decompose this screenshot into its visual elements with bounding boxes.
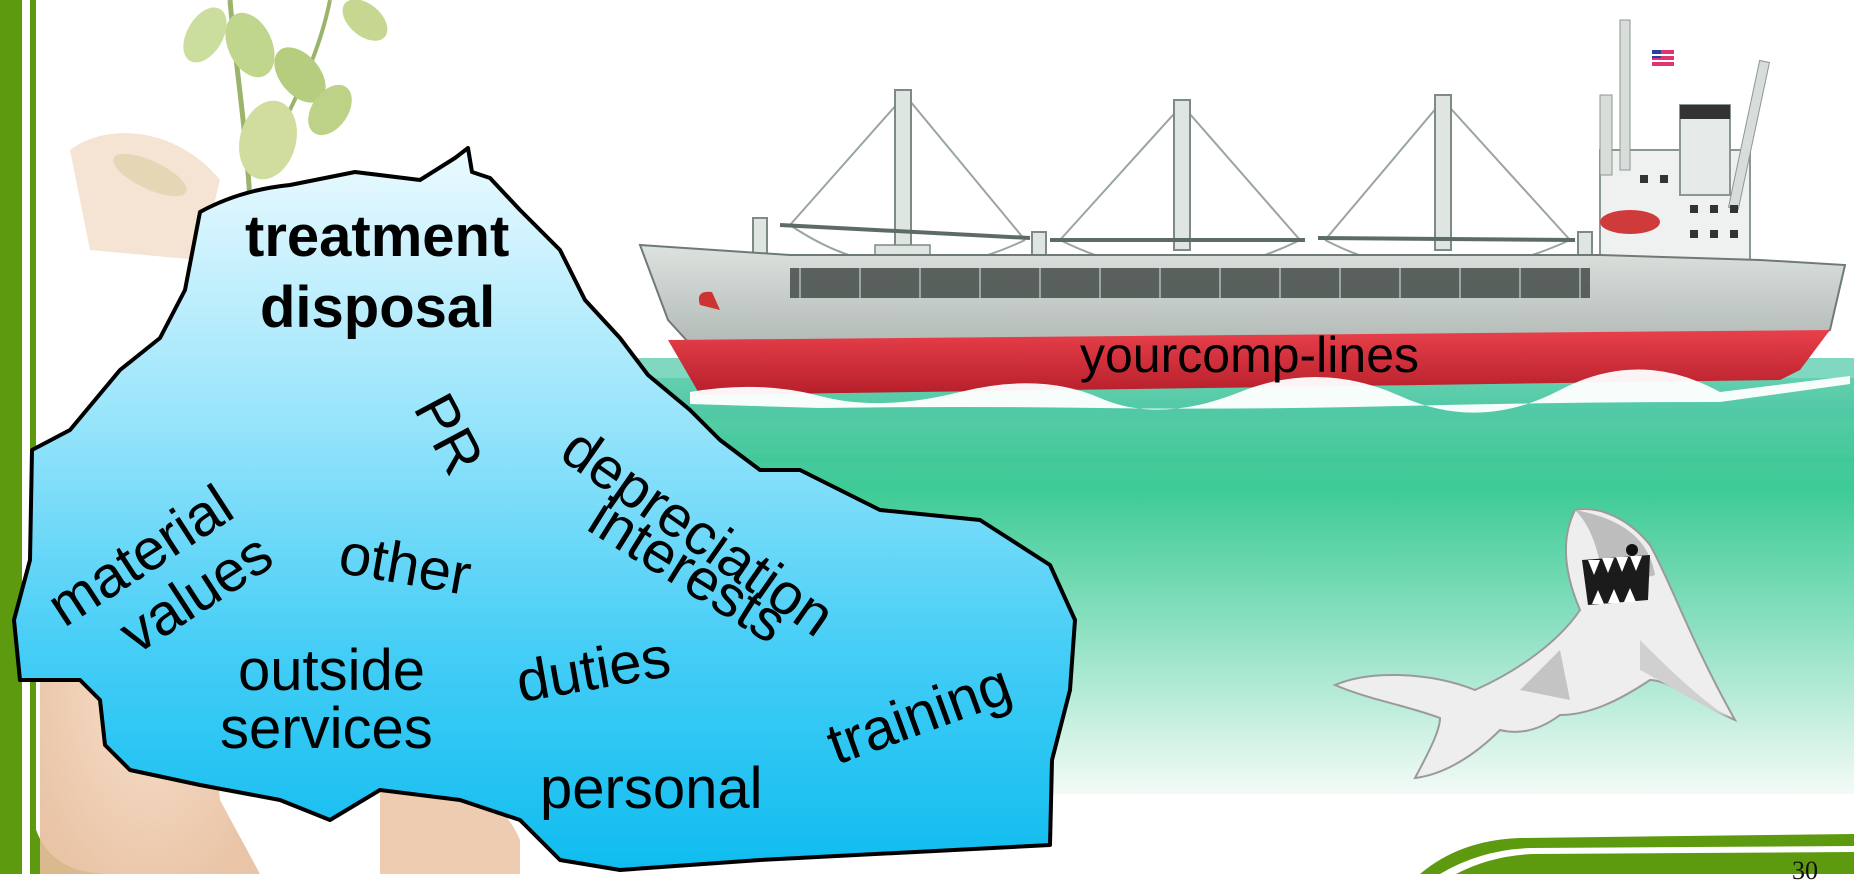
word-treatment: treatment xyxy=(245,208,509,266)
word-services: services xyxy=(220,700,433,758)
word-disposal: disposal xyxy=(260,279,495,337)
us-flag xyxy=(1652,50,1674,66)
word-outside: outside xyxy=(238,642,425,700)
ship-label: yourcomp-lines xyxy=(1080,330,1419,380)
page-number: 30 xyxy=(1792,856,1818,886)
ship-bridge xyxy=(1600,20,1769,280)
word-personal: personal xyxy=(540,760,762,818)
footer-tab xyxy=(1420,834,1854,874)
